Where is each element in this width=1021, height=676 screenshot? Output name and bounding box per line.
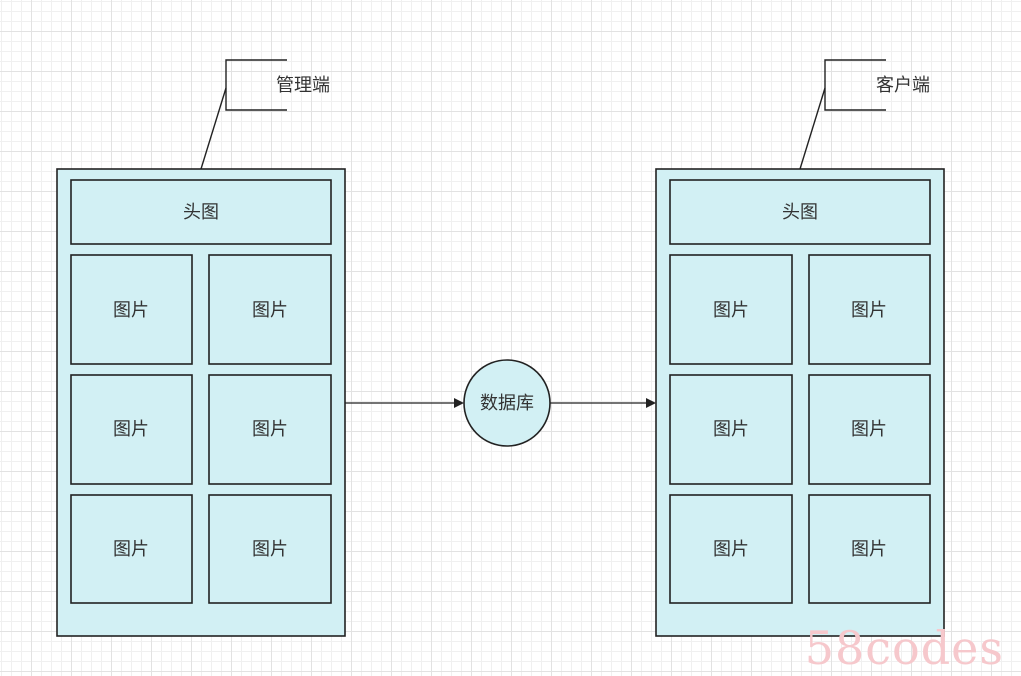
client-callout: 客户端 bbox=[799, 59, 930, 170]
client-panel: 头图 图片 图片 图片 图片 图片 图片 bbox=[655, 168, 945, 637]
arrowhead bbox=[646, 398, 656, 408]
admin-tile: 图片 bbox=[208, 374, 332, 485]
admin-header-box: 头图 bbox=[70, 179, 332, 245]
client-tile: 图片 bbox=[669, 494, 793, 604]
client-tile: 图片 bbox=[669, 374, 793, 485]
admin-tile-label: 图片 bbox=[113, 300, 149, 321]
client-tile-label: 图片 bbox=[851, 419, 887, 440]
admin-tile-label: 图片 bbox=[252, 419, 288, 440]
client-tile-label: 图片 bbox=[713, 419, 749, 440]
admin-tile-label: 图片 bbox=[113, 419, 149, 440]
client-callout-label: 客户端 bbox=[876, 75, 930, 96]
client-callout-bracket bbox=[824, 59, 886, 111]
client-tile-label: 图片 bbox=[713, 539, 749, 560]
admin-callout-bracket bbox=[225, 59, 287, 111]
arrowhead bbox=[454, 398, 464, 408]
database-label: 数据库 bbox=[480, 393, 534, 414]
client-callout-leader bbox=[799, 87, 826, 170]
client-tile: 图片 bbox=[808, 494, 931, 604]
client-tile: 图片 bbox=[808, 374, 931, 485]
admin-tile-label: 图片 bbox=[113, 539, 149, 560]
client-tile: 图片 bbox=[669, 254, 793, 365]
admin-tile-label: 图片 bbox=[252, 539, 288, 560]
admin-header-label: 头图 bbox=[183, 202, 219, 223]
admin-tile: 图片 bbox=[70, 494, 193, 604]
watermark-58codes: 58codes bbox=[805, 621, 1004, 675]
client-tile-label: 图片 bbox=[851, 539, 887, 560]
admin-callout: 管理端 bbox=[200, 59, 330, 170]
admin-tile: 图片 bbox=[70, 374, 193, 485]
admin-callout-leader bbox=[200, 87, 227, 170]
flow-arrow bbox=[345, 398, 464, 408]
admin-tile: 图片 bbox=[208, 494, 332, 604]
admin-panel: 头图 图片 图片 图片 图片 图片 图片 bbox=[56, 168, 346, 637]
admin-tile: 图片 bbox=[208, 254, 332, 365]
admin-tile-label: 图片 bbox=[252, 300, 288, 321]
client-tile-label: 图片 bbox=[851, 300, 887, 321]
flow-arrow bbox=[550, 398, 656, 408]
client-header-box: 头图 bbox=[669, 179, 931, 245]
client-header-label: 头图 bbox=[782, 202, 818, 223]
client-tile: 图片 bbox=[808, 254, 931, 365]
client-tile-label: 图片 bbox=[713, 300, 749, 321]
admin-callout-label: 管理端 bbox=[276, 75, 330, 96]
database-node: 数据库 bbox=[463, 359, 551, 447]
admin-tile: 图片 bbox=[70, 254, 193, 365]
